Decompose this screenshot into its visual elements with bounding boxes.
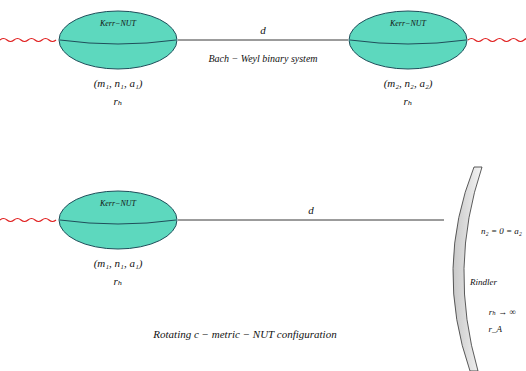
distance-line	[178, 220, 444, 221]
math-label: (m₁, n₁, a₁)	[94, 257, 143, 269]
math-label: Rotating c − metric − NUT configuration	[153, 328, 336, 340]
kerr-nut-body: Kerr−NUT	[58, 190, 178, 250]
region-label: Rindler	[470, 277, 497, 287]
distance-line	[178, 40, 348, 41]
math-label: r_A	[489, 324, 503, 334]
math-label: rₕ	[113, 275, 122, 288]
math-label: rₕ → ∞	[489, 307, 516, 317]
math-label: n₂ = 0 = a₂	[481, 226, 522, 236]
body-label: Kerr−NUT	[390, 19, 426, 28]
kerr-nut-body: Kerr−NUT	[348, 10, 468, 70]
math-label: (m₂, n₂, a₂)	[384, 77, 433, 89]
math-label: rₕ	[403, 95, 412, 108]
wavy-line	[0, 219, 56, 222]
kerr-nut-body: Kerr−NUT	[58, 10, 178, 70]
body-label: Kerr−NUT	[100, 19, 136, 28]
distance-label: d	[259, 24, 267, 36]
math-label: rₕ	[113, 95, 122, 108]
body-label: Kerr−NUT	[100, 199, 136, 208]
wavy-line	[468, 39, 526, 42]
distance-label: d	[307, 204, 315, 216]
math-label: Bach − Weyl binary system	[208, 53, 317, 64]
rindler-horizon: Rindler	[444, 165, 526, 371]
math-label: (m₁, n₁, a₁)	[94, 77, 143, 89]
wavy-line	[0, 39, 56, 42]
crescent-shape	[444, 165, 526, 371]
